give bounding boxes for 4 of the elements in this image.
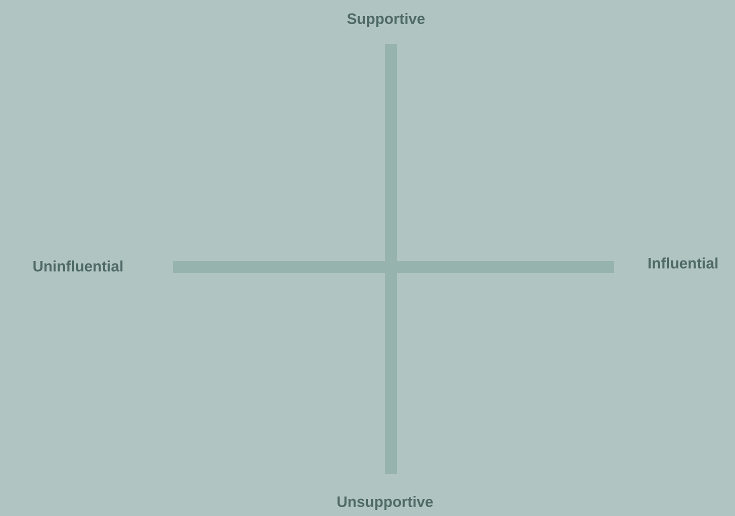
- axis-label: Uninfluential: [33, 260, 122, 272]
- axis-label: Influential: [648, 258, 718, 268]
- axis-label: Unsupportive: [338, 496, 433, 510]
- axis-label: Supportive: [347, 13, 425, 27]
